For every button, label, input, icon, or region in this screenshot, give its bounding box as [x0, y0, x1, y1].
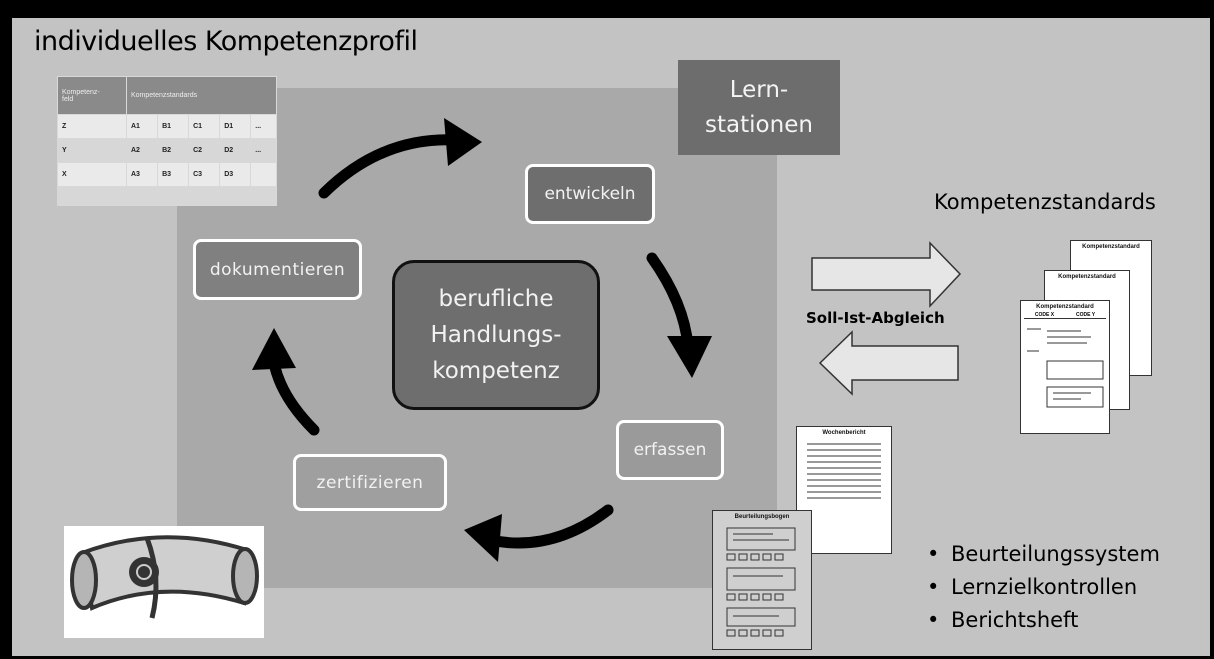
- table-cell: A2: [125, 138, 159, 163]
- list-item: Beurteilungssystem: [927, 538, 1160, 571]
- table-cell: ...: [250, 114, 277, 139]
- table-cell: [125, 186, 159, 206]
- step-dokumentieren: dokumentieren: [193, 239, 362, 300]
- table-header-field: Kompetenz- feld: [57, 76, 127, 115]
- document-lines: [1027, 328, 1104, 408]
- competence-table: Kompetenz- feld Kompetenzstandards Z A1 …: [57, 76, 277, 206]
- wochenbericht-document: Wochenbericht: [796, 426, 892, 554]
- standard-document-title: Kompetenzstandard: [1036, 304, 1094, 310]
- beurteilungsbogen-document: Beurteilungsbogen: [712, 510, 812, 650]
- table-cell: [250, 186, 277, 206]
- document-lines: [807, 443, 881, 499]
- center-competence: berufliche Handlungs- kompetenz: [392, 260, 600, 410]
- arrow-bottom: [484, 504, 614, 549]
- slide: individuelles Kompetenzprofil Kompetenz-…: [12, 18, 1210, 656]
- arrow-right: [646, 252, 694, 352]
- table-cell: [219, 186, 252, 206]
- soll-ist-label: Soll-Ist-Abgleich: [806, 309, 945, 327]
- standard-document-title: Kompetenzstandard: [1058, 274, 1116, 280]
- slide-title: individuelles Kompetenzprofil: [34, 26, 418, 57]
- list-item: Lernzielkontrollen: [927, 571, 1160, 604]
- table-cell: ...: [250, 138, 277, 163]
- step-erfassen: erfassen: [616, 420, 724, 480]
- table-cell: C3: [188, 162, 221, 187]
- kompetenzstandards-label: Kompetenzstandards: [934, 190, 1156, 214]
- table-cell: X: [57, 162, 127, 187]
- certificate-scroll-icon: [64, 526, 264, 638]
- arrow-left-outline: [818, 330, 959, 396]
- table-cell: D3: [219, 162, 252, 187]
- arrow-right-outline: [811, 241, 962, 308]
- table-cell: Z: [57, 114, 127, 139]
- table-row: Y A2 B2 C2 D2 ...: [57, 138, 277, 163]
- beurteilungsbogen-title: Beurteilungsbogen: [734, 514, 790, 520]
- table-row: Z A1 B1 C1 D1 ...: [57, 114, 277, 139]
- table-cell: Y: [57, 138, 127, 163]
- arrow-left-head: [252, 328, 296, 370]
- arrow-bottom-head: [464, 514, 502, 562]
- table-cell: C2: [188, 138, 221, 163]
- table-row: [57, 186, 277, 206]
- document-boxes: [726, 527, 796, 637]
- arrow-right-head: [667, 336, 712, 378]
- step-entwickeln: entwickeln: [525, 164, 655, 224]
- cycle-arrows: [64, 118, 962, 638]
- assessment-list: Beurteilungssystem Lernzielkontrollen Be…: [927, 538, 1160, 637]
- arrow-top-head: [444, 118, 482, 166]
- table-cell: B2: [157, 138, 190, 163]
- standard-document-title: Kompetenzstandard: [1082, 244, 1140, 250]
- table-cell: A1: [125, 114, 159, 139]
- wochenbericht-title: Wochenbericht: [822, 430, 866, 436]
- code-y-label: CODE Y: [1075, 312, 1096, 318]
- list-item: Berichtsheft: [927, 604, 1160, 637]
- table-header-standards: Kompetenzstandards: [126, 76, 277, 115]
- table-cell: D2: [219, 138, 252, 163]
- table-cell: C1: [188, 114, 221, 139]
- table-cell: A3: [125, 162, 159, 187]
- step-zertifizieren: zertifizieren: [293, 454, 447, 511]
- table-row: X A3 B3 C3 D3: [57, 162, 277, 187]
- code-x-label: CODE X: [1034, 312, 1055, 318]
- lernstationen-box: Lern- stationen: [678, 60, 840, 155]
- table-cell: [250, 162, 277, 187]
- standard-document-front: Kompetenzstandard CODE X CODE Y: [1020, 300, 1110, 434]
- arrow-top: [318, 134, 463, 199]
